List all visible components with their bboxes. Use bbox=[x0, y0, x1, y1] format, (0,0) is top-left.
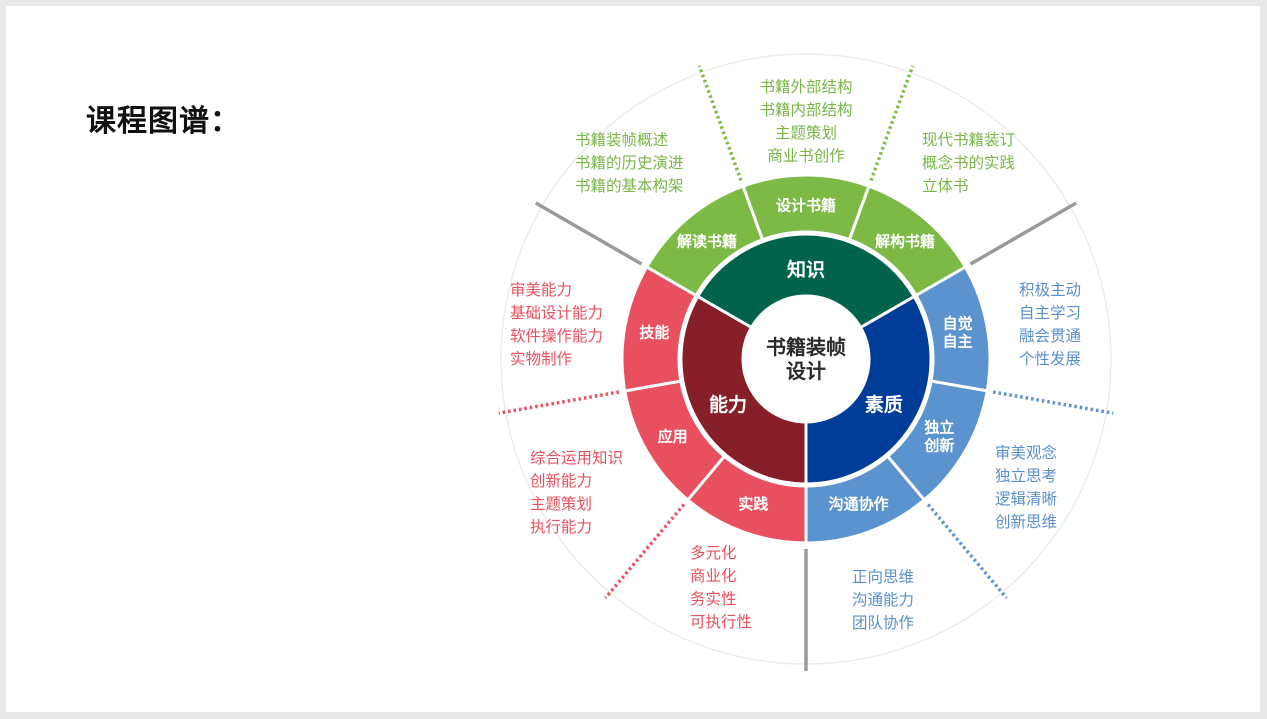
list-item: 审美能力 bbox=[510, 281, 573, 299]
list-item: 积极主动 bbox=[1019, 281, 1082, 299]
segment-label: 设计书籍 bbox=[776, 196, 836, 214]
sector-quality bbox=[804, 294, 933, 486]
list-item: 综合运用知识 bbox=[530, 449, 624, 467]
list-item: 主题策划 bbox=[530, 495, 593, 513]
sector-knowledge bbox=[695, 232, 917, 330]
list-item: 软件操作能力 bbox=[510, 327, 604, 345]
list-item: 可执行性 bbox=[690, 613, 753, 631]
item-list-实践: 多元化商业化务实性可执行性 bbox=[690, 542, 752, 634]
list-item: 书籍内部结构 bbox=[759, 101, 853, 119]
item-list-独立创新: 审美观念独立思考逻辑清晰创新思维 bbox=[995, 442, 1057, 534]
dotted-divider-line bbox=[498, 390, 620, 415]
list-item: 创新能力 bbox=[530, 472, 593, 490]
item-list-自觉自主: 积极主动自主学习融会贯通个性发展 bbox=[1019, 279, 1081, 371]
item-list-技能: 审美能力基础设计能力软件操作能力实物制作 bbox=[510, 279, 603, 371]
list-item: 主题策划 bbox=[774, 124, 837, 142]
segment-label: 沟通协作 bbox=[829, 495, 889, 513]
list-item: 基础设计能力 bbox=[510, 304, 604, 322]
list-item: 书籍外部结构 bbox=[759, 78, 853, 96]
list-item: 书籍装帧概述 bbox=[575, 131, 669, 149]
list-item: 审美观念 bbox=[995, 444, 1058, 462]
list-item: 团队协作 bbox=[852, 614, 915, 632]
sector-ability bbox=[679, 294, 808, 486]
list-item: 书籍的历史演进 bbox=[575, 154, 684, 172]
segment-label: 自觉自主 bbox=[943, 315, 973, 351]
list-item: 个性发展 bbox=[1019, 350, 1082, 368]
page-title: 课程图谱： bbox=[86, 104, 241, 139]
segment-label: 实践 bbox=[738, 495, 768, 513]
item-list-设计书籍: 书籍外部结构书籍内部结构主题策划商业书创作 bbox=[736, 76, 876, 168]
divider-line bbox=[969, 201, 1078, 266]
segment-label: 独立创新 bbox=[923, 418, 954, 454]
list-item: 商业书创作 bbox=[767, 147, 845, 165]
list-item: 现代书籍装订 bbox=[922, 131, 1016, 149]
list-item: 务实性 bbox=[690, 590, 737, 608]
list-item: 立体书 bbox=[922, 177, 969, 195]
segment-label: 解读书籍 bbox=[677, 232, 737, 250]
dotted-divider-line bbox=[992, 390, 1114, 415]
segment-label: 技能 bbox=[639, 324, 669, 342]
segment-label: 解构书籍 bbox=[875, 232, 935, 250]
list-item: 正向思维 bbox=[852, 568, 915, 586]
sector-label: 知识 bbox=[787, 258, 825, 281]
list-item: 创新思维 bbox=[995, 513, 1058, 531]
sector-label: 能力 bbox=[709, 393, 747, 416]
list-item: 执行能力 bbox=[530, 518, 593, 536]
list-item: 自主学习 bbox=[1019, 304, 1082, 322]
item-list-沟通协作: 正向思维沟通能力团队协作 bbox=[852, 566, 914, 635]
list-item: 概念书的实践 bbox=[922, 154, 1016, 172]
sector-label: 素质 bbox=[865, 393, 903, 416]
center-title: 书籍装帧设计 bbox=[766, 335, 846, 383]
list-item: 书籍的基本构架 bbox=[575, 177, 684, 195]
dotted-divider-line bbox=[926, 503, 1008, 600]
dotted-divider-line bbox=[869, 65, 915, 182]
list-item: 独立思考 bbox=[995, 467, 1058, 485]
list-item: 沟通能力 bbox=[852, 591, 915, 609]
item-list-解读书籍: 书籍装帧概述书籍的历史演进书籍的基本构架 bbox=[575, 129, 684, 198]
list-item: 实物制作 bbox=[510, 350, 573, 368]
list-item: 多元化 bbox=[690, 544, 737, 562]
center-circle bbox=[744, 297, 868, 421]
dotted-divider-line bbox=[604, 503, 686, 600]
list-item: 商业化 bbox=[690, 567, 737, 585]
dotted-divider-line bbox=[697, 65, 743, 182]
item-list-解构书籍: 现代书籍装订概念书的实践立体书 bbox=[922, 129, 1015, 198]
list-item: 逻辑清晰 bbox=[995, 490, 1058, 508]
segment-ability bbox=[620, 264, 699, 393]
list-item: 融会贯通 bbox=[1019, 327, 1082, 345]
divider-line bbox=[534, 201, 643, 266]
segment-label: 应用 bbox=[658, 427, 688, 445]
item-list-应用: 综合运用知识创新能力主题策划执行能力 bbox=[530, 447, 623, 539]
